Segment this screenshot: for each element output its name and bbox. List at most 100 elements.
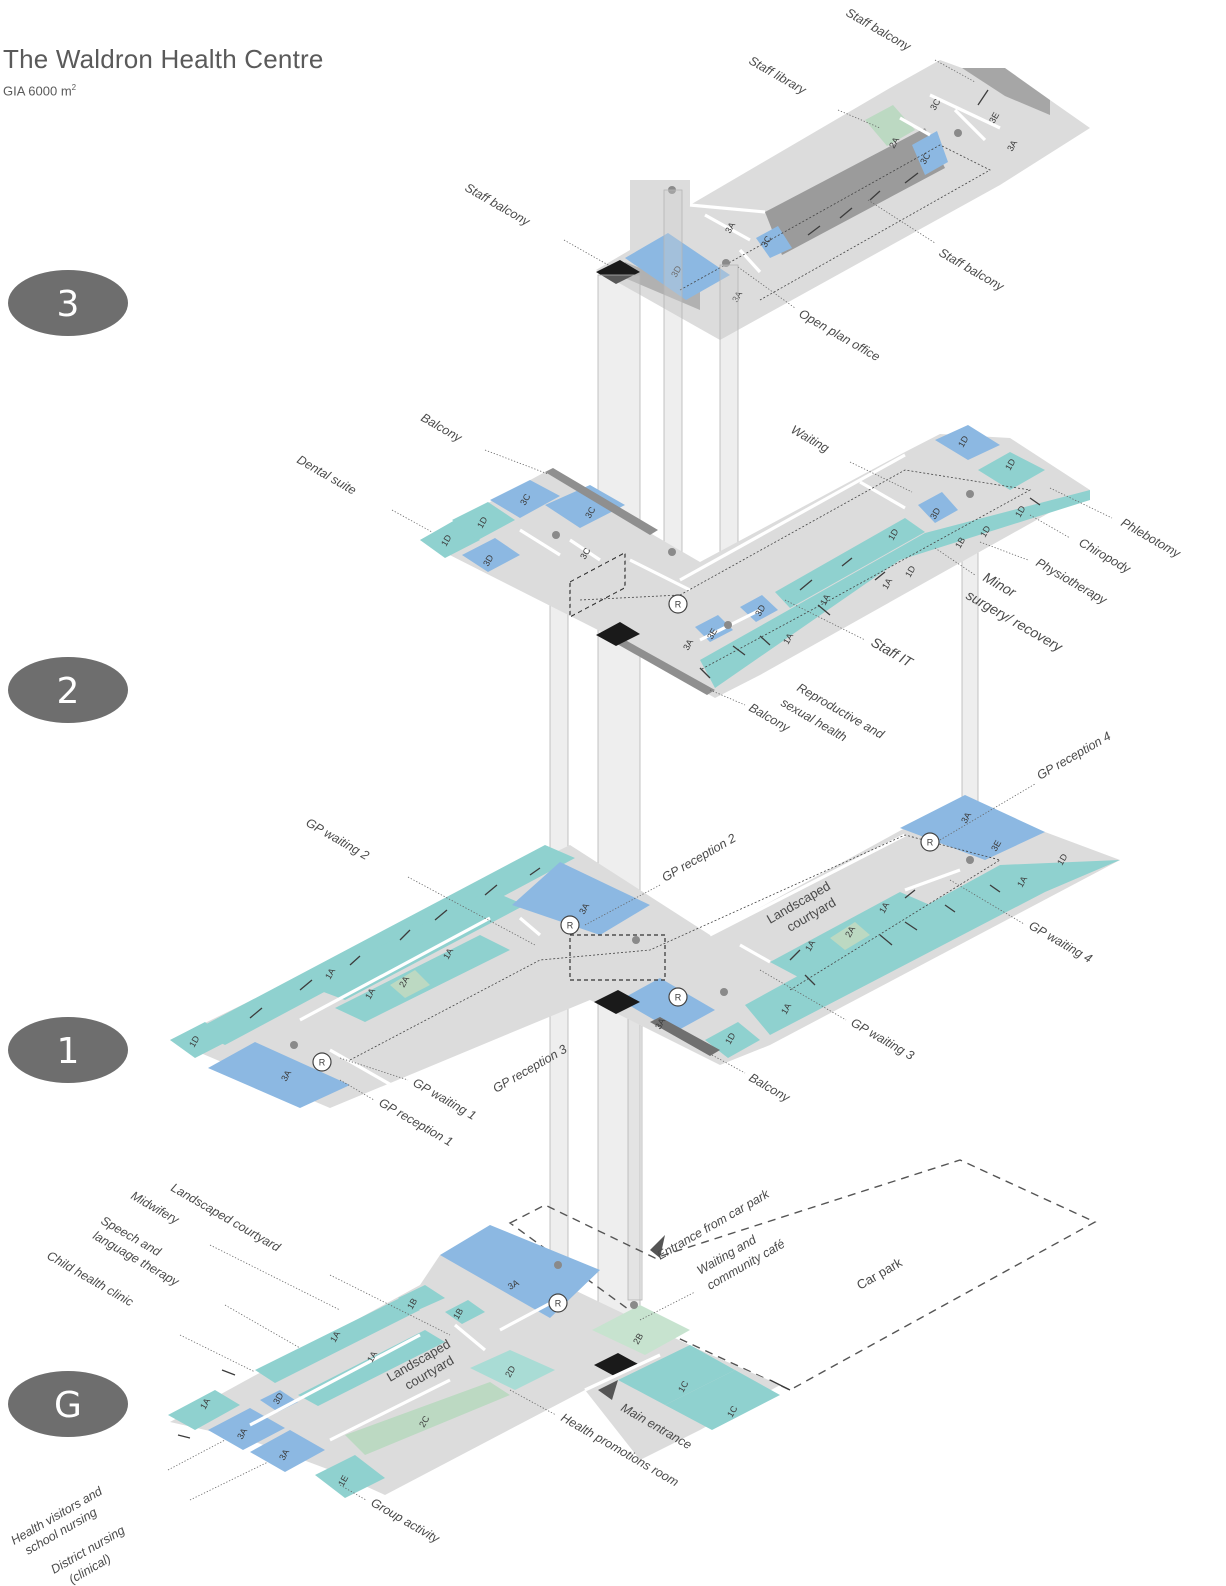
- level-2-teal-right: [700, 490, 1090, 688]
- level-3-lift: [596, 260, 640, 284]
- title-block: The Waldron Health Centre GIA 6000 m2: [3, 44, 324, 98]
- level-g-plan: 3A 1B 1B 1A 1A 1A 3D 3A 3A 2C 2D 2B 1C 1…: [168, 1159, 1097, 1498]
- room-code: 1A: [818, 592, 832, 607]
- level-1-lift: [594, 990, 640, 1014]
- level-badge-1[interactable]: 1: [8, 1017, 128, 1083]
- reception-symbol: R: [555, 1299, 562, 1309]
- level-3-balcony-top: [962, 68, 1050, 115]
- level-2-blue-top: [935, 425, 1000, 460]
- room-code: 3A: [959, 810, 973, 825]
- room-code: 1A: [1015, 874, 1029, 889]
- level-1-blue-3a-left: [208, 1042, 350, 1108]
- level-3-room-3c-b: [756, 226, 792, 258]
- level-2-balcony-bottom: [610, 636, 715, 695]
- label-group-activity: Group activity: [369, 1495, 443, 1546]
- level-2-teal-upper: [978, 452, 1045, 490]
- level-1-teal-left-inner: [305, 890, 525, 1000]
- label-physiotherapy: Physiotherapy: [1034, 555, 1110, 607]
- level-g-teal-1b-a: [398, 1285, 445, 1310]
- label-minor-2: surgery/ recovery: [964, 587, 1067, 655]
- room-code: 3A: [279, 1068, 293, 1083]
- level-1-blue-3a-mid: [620, 978, 715, 1032]
- vertical-shafts: [549, 189, 979, 1366]
- label-landscaped-courtyard-g: Landscaped courtyard: [169, 1180, 284, 1254]
- room-code: 1A: [880, 576, 894, 591]
- reception-symbol: R: [675, 993, 682, 1003]
- label-gp-reception-2: GP reception 2: [660, 831, 739, 885]
- label-gp-waiting-3: GP waiting 3: [849, 1015, 917, 1062]
- room-code: 1A: [877, 900, 891, 915]
- room-code: 1B: [405, 1296, 419, 1311]
- room-code: 1A: [803, 938, 817, 953]
- room-code: 3A: [681, 637, 695, 652]
- level-badge-g[interactable]: G: [8, 1371, 128, 1437]
- level-g-teal-1a-left: [168, 1390, 240, 1430]
- level-badge-2[interactable]: 2: [8, 657, 128, 723]
- label-staff-it: Staff IT: [869, 634, 917, 671]
- level-2-teal-dental-2: [452, 502, 515, 540]
- level-g-lift: [594, 1353, 640, 1377]
- level-3-room-2a: [865, 105, 915, 146]
- level-g-teal-1b-b: [445, 1300, 485, 1324]
- room-code: 2A: [397, 974, 411, 989]
- label-balcony-l1: Balcony: [747, 1070, 793, 1105]
- level-1-toilets: [290, 856, 974, 1049]
- level-1-blue-3a-top: [512, 862, 650, 935]
- room-code: 3E: [989, 838, 1003, 853]
- level-g-teal-1c-a: [618, 1345, 735, 1405]
- level-1-plan: 3A 1A 1A 2A 1A 1D 3A 3A 3E 1D 1A 1A 2A 1…: [170, 795, 1120, 1108]
- level-2-blue-dental-1: [490, 480, 560, 518]
- level-3-room-3c-a: [912, 131, 948, 175]
- label-gp-waiting-2: GP waiting 2: [304, 815, 372, 862]
- room-code: 1A: [198, 1396, 212, 1411]
- gia-sup: 2: [71, 83, 77, 92]
- level-2-arrows: [699, 497, 1041, 679]
- level-2-reception: R: [668, 594, 688, 614]
- level-2-blue-dental-2: [545, 485, 625, 528]
- level-1-teal-1d-bottom: [705, 1022, 760, 1058]
- room-code: 1A: [779, 1001, 793, 1016]
- level-1-balcony: [650, 1017, 720, 1056]
- level-badge-g-text: G: [54, 1385, 82, 1426]
- reception-symbol: R: [567, 921, 574, 931]
- level-1-floor: [170, 800, 1120, 1108]
- label-gp-waiting-4: GP waiting 4: [1027, 918, 1095, 965]
- room-code: 3A: [1005, 138, 1019, 153]
- reception-symbol: R: [319, 1058, 326, 1068]
- level-3-plan: 3C 3E 3A 2A 3C 3A 3C 3D 3A: [596, 60, 1090, 340]
- room-code: 1A: [781, 631, 795, 646]
- level-2-blue-3d: [918, 492, 958, 523]
- level-3-route: [679, 144, 991, 301]
- room-code: 3A: [723, 220, 737, 235]
- label-balcony-l2-top: Balcony: [419, 410, 465, 445]
- level-g-teal-1e: [315, 1455, 385, 1498]
- level-g-teal-top-2: [298, 1330, 445, 1406]
- room-code: 1A: [363, 986, 377, 1001]
- room-code: 1A: [365, 1349, 379, 1364]
- label-gp-reception-4: GP reception 4: [1035, 729, 1114, 783]
- level-g-reception: R: [548, 1293, 568, 1313]
- gia-text: GIA 6000 m: [3, 83, 72, 99]
- level-3-room-3d: [625, 233, 730, 300]
- room-code: 1B: [451, 1306, 465, 1321]
- level-2-blue-dental-3: [462, 538, 520, 572]
- label-staff-balcony-right: Staff balcony: [937, 245, 1007, 294]
- level-3-arrows: [807, 89, 989, 236]
- label-waiting: Waiting: [789, 422, 832, 455]
- level-3-balcony-right: [765, 128, 945, 255]
- label-chiropody: Chiropody: [1077, 535, 1134, 576]
- room-code: 1A: [441, 946, 455, 961]
- reception-symbol: R: [927, 838, 934, 848]
- level-badge-3[interactable]: 3: [8, 270, 128, 336]
- level-2-blue-3e: [695, 615, 733, 642]
- label-car-park: Car park: [854, 1254, 905, 1292]
- room-code: 2B: [631, 1331, 645, 1346]
- reception-symbol: R: [675, 600, 682, 610]
- room-code: 3A: [653, 1016, 667, 1031]
- level-g-toilets: [554, 1261, 638, 1309]
- level-1-teal-1d-left: [170, 1022, 230, 1058]
- level-1-green-2a-right: [830, 922, 870, 950]
- level-g-arrows: [177, 1369, 791, 1439]
- gia-subtitle: GIA 6000 m2: [3, 83, 324, 98]
